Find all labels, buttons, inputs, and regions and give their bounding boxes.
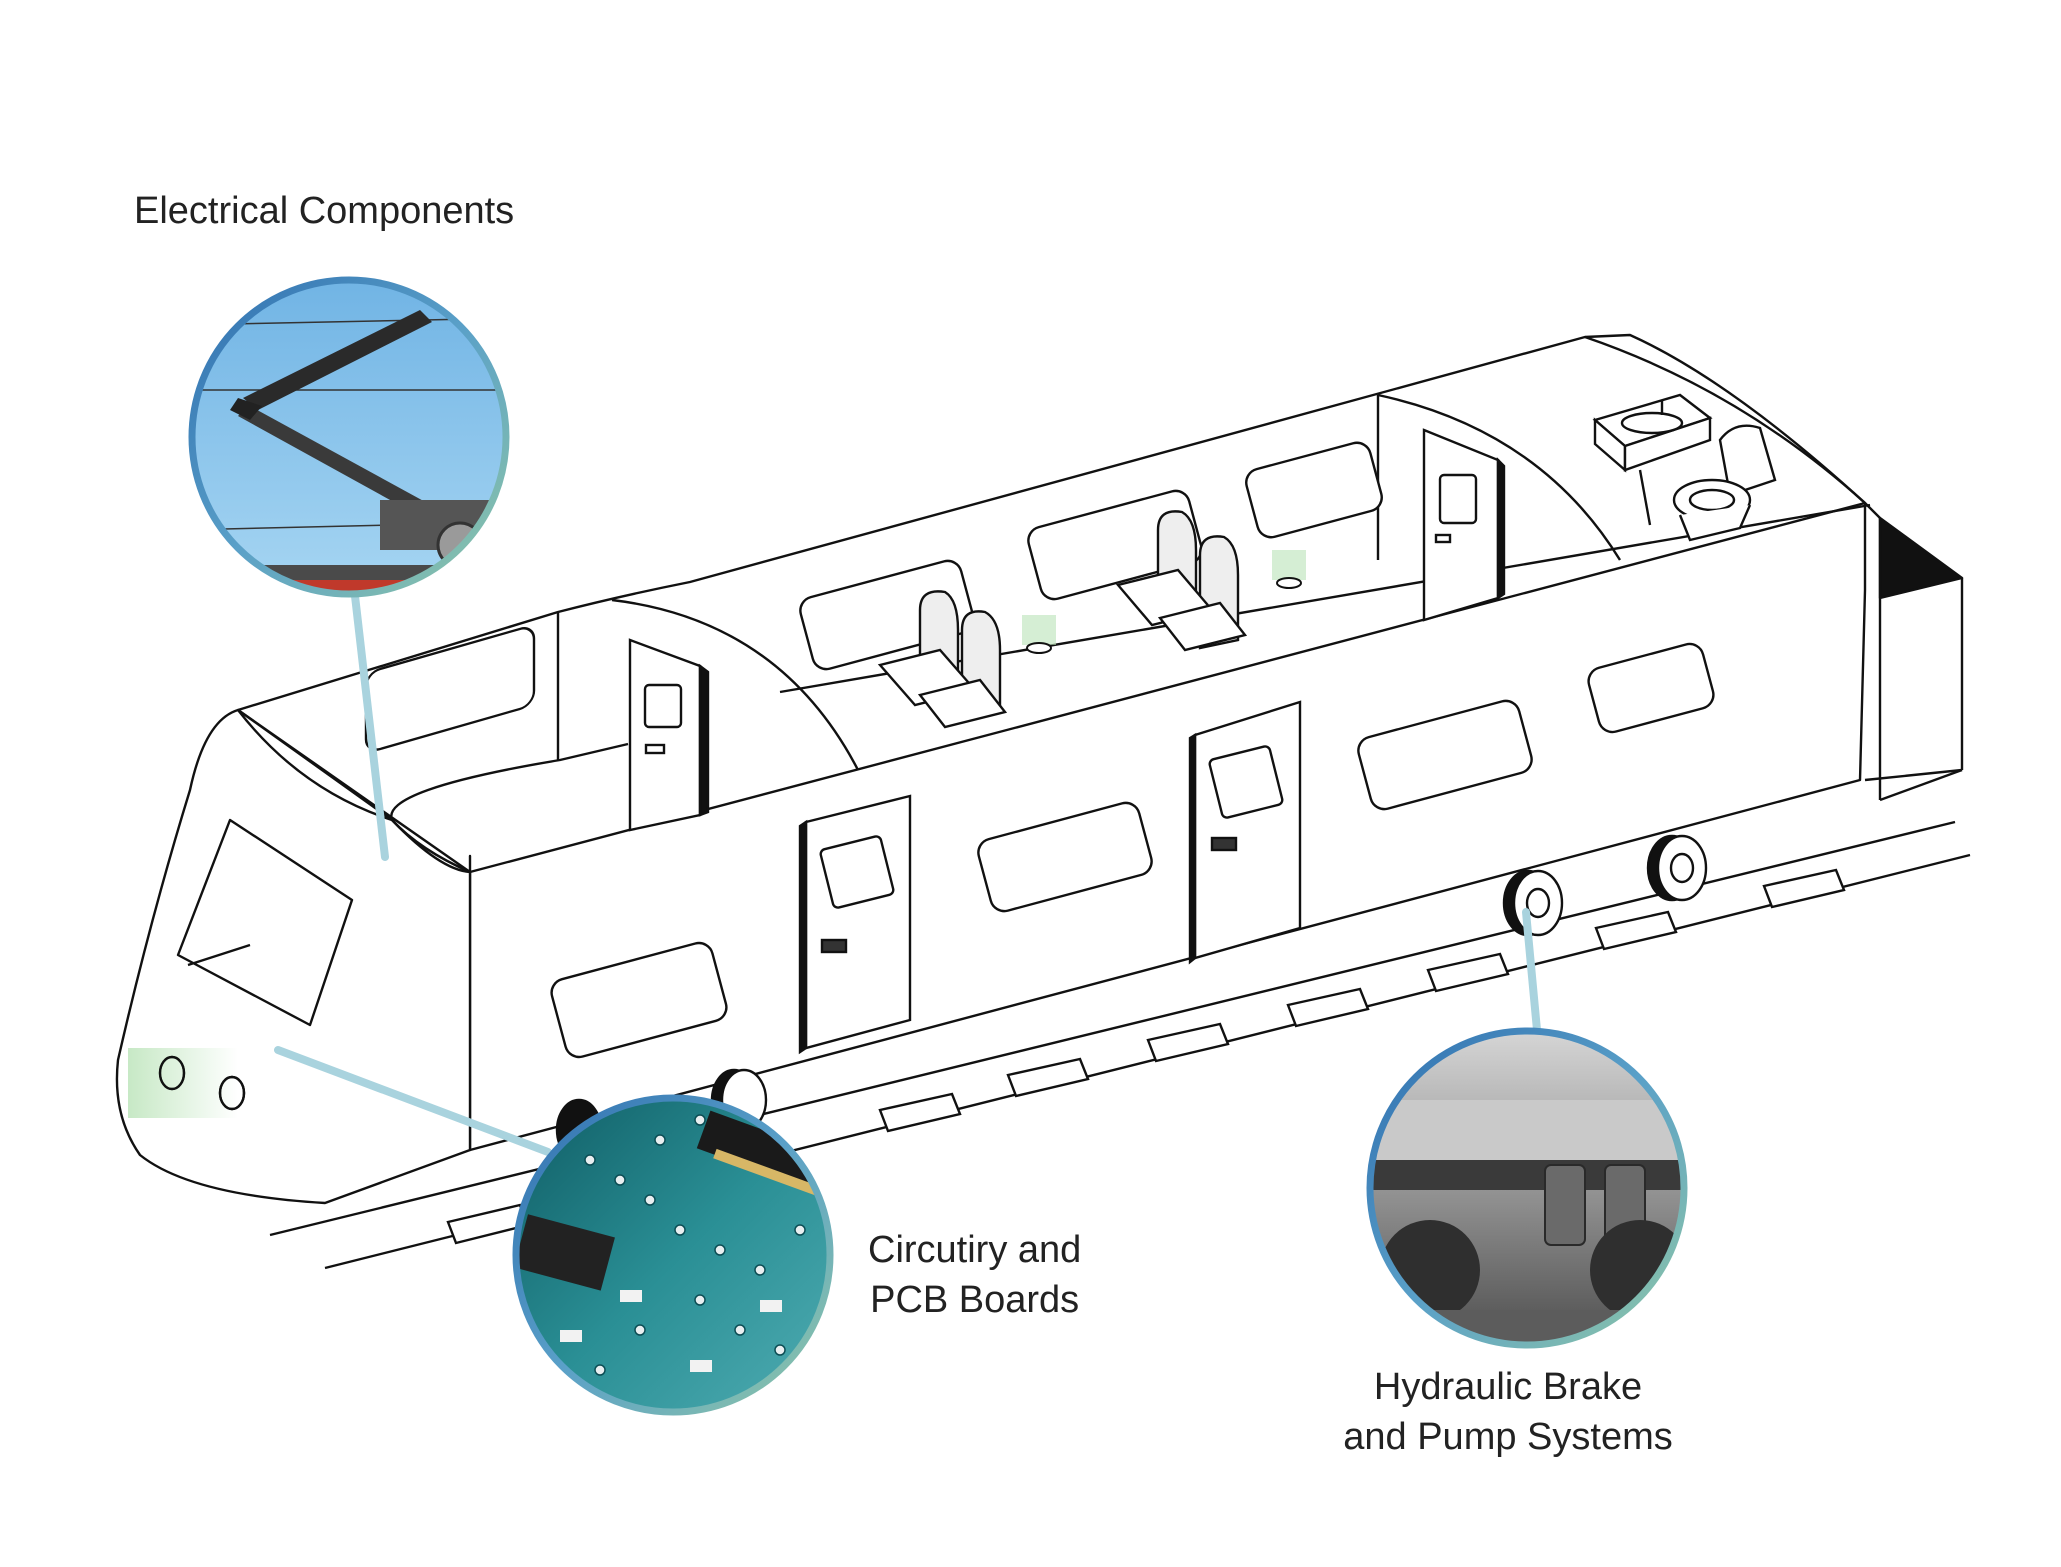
- passenger-seats: [877, 510, 1248, 729]
- floor-lights: [1022, 550, 1306, 654]
- electrical-photo-callout: [188, 276, 510, 598]
- car-windows: [364, 441, 1715, 1059]
- electrical-components-label: Electrical Components: [134, 186, 514, 236]
- pcb-photo-callout: [512, 1094, 834, 1416]
- brake-label-line2: and Pump Systems: [1343, 1416, 1673, 1458]
- leader-lines: [274, 592, 1541, 1156]
- restroom-fixtures: [1592, 393, 1777, 542]
- pantograph-photo: [192, 280, 506, 594]
- car-doors: [628, 428, 1506, 1055]
- pcb-boards-label: Circutiry and PCB Boards: [868, 1225, 1081, 1325]
- track-sleepers: [446, 868, 1846, 1245]
- brake-photo-callout: [1366, 1027, 1688, 1349]
- headlight-glow: [128, 1048, 238, 1118]
- hydraulic-brake-label: Hydraulic Brake and Pump Systems: [1328, 1362, 1688, 1462]
- brake-label-line1: Hydraulic Brake: [1373, 1366, 1643, 1408]
- electrical-components-title: Electrical Components: [134, 190, 515, 232]
- pcb-label-line2: PCB Boards: [870, 1279, 1080, 1321]
- pcb-photo: [516, 1098, 830, 1412]
- pcb-label-line1: Circutiry and: [868, 1229, 1082, 1271]
